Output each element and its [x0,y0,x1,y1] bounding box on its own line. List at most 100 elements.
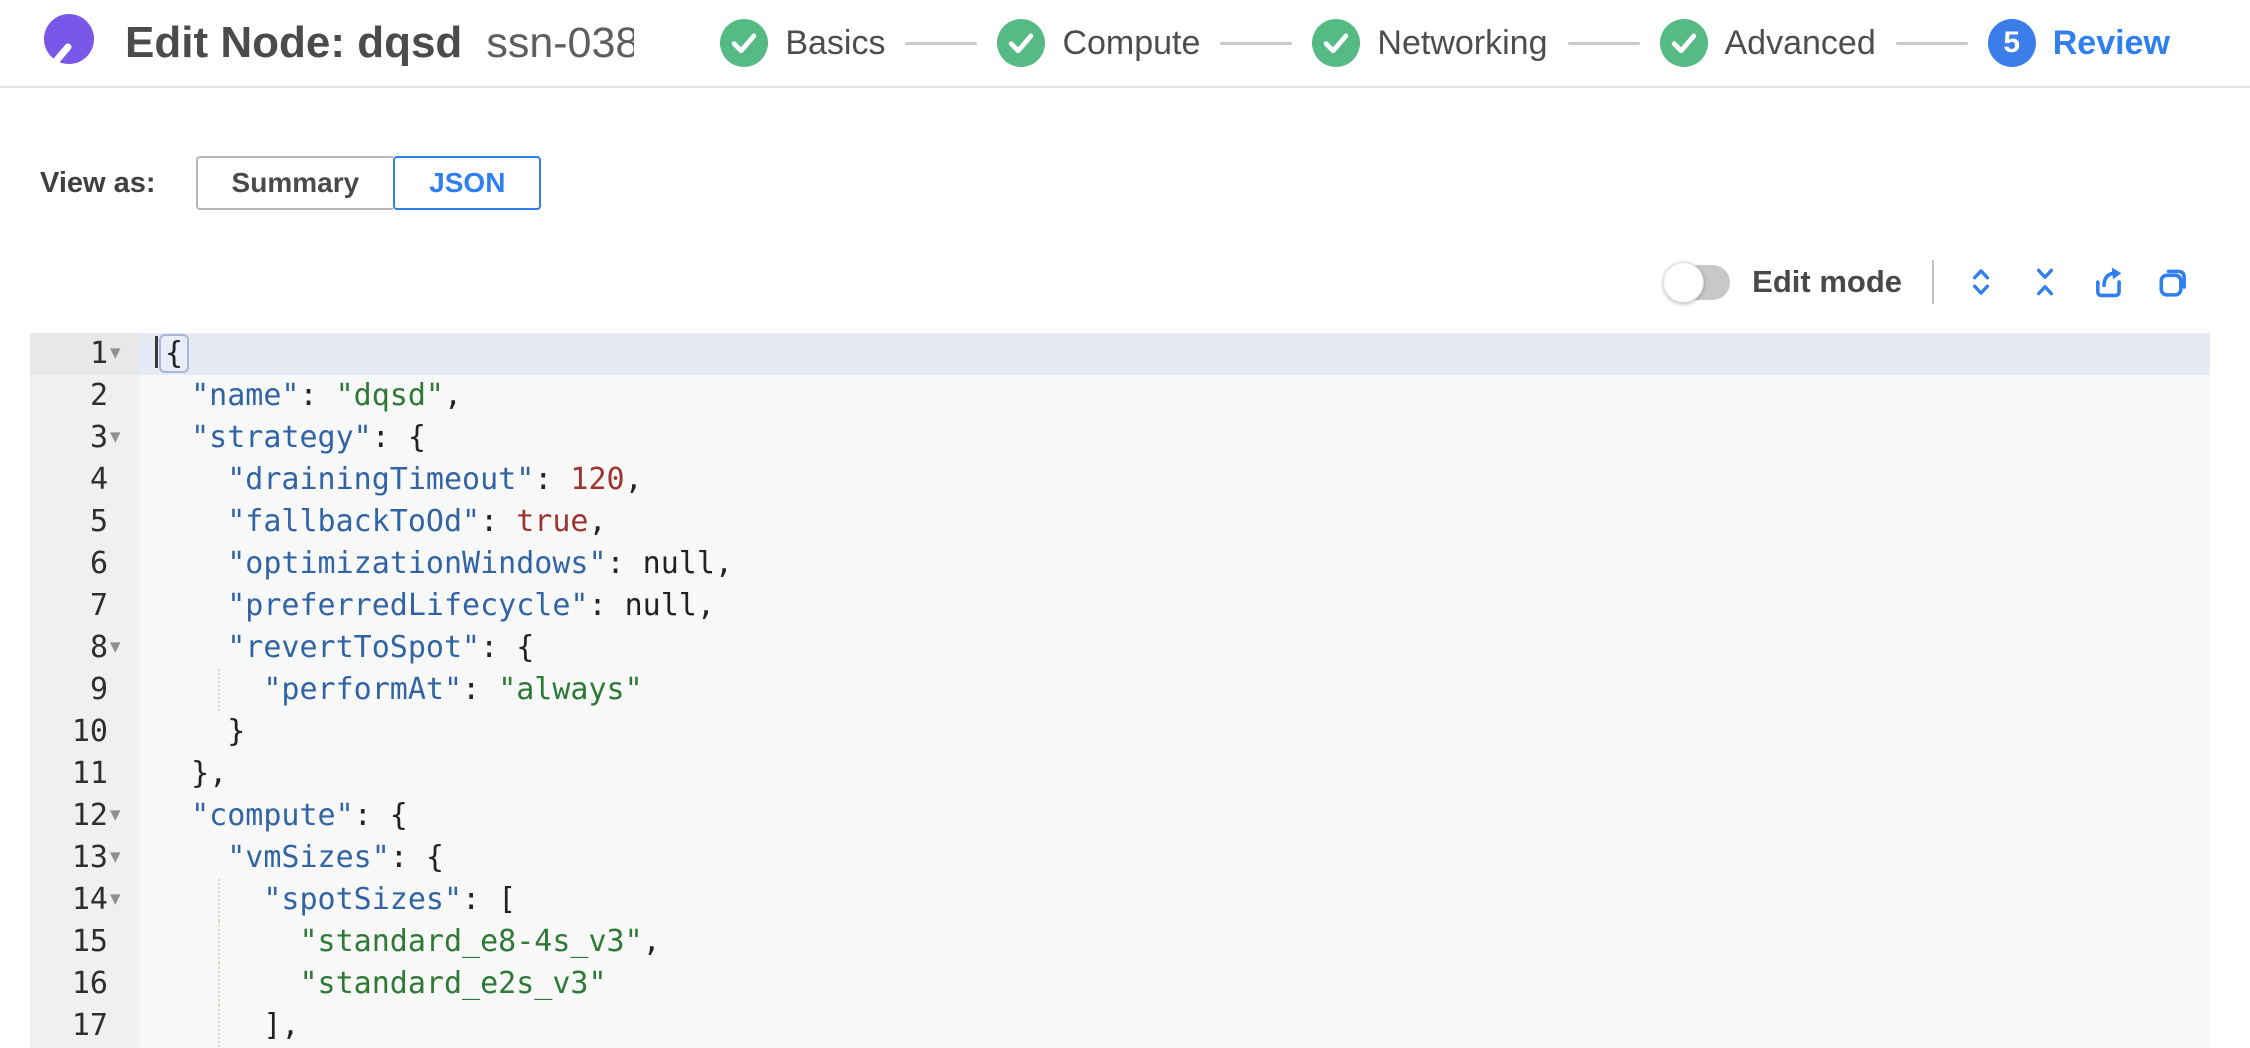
fold-arrow-icon[interactable]: ▾ [110,340,121,364]
page-title: Edit Node: dqsd [125,18,463,67]
fold-arrow-icon[interactable]: ▾ [110,802,121,826]
code-content[interactable]: ], [140,1005,2210,1047]
code-content[interactable]: "fallbackToOd": true, [227,504,607,539]
step-networking[interactable]: Networking [1312,19,1548,67]
line-number: 14▾ [30,879,140,921]
code-content[interactable]: "optimizationWindows": null, [227,546,733,581]
json-editor-lines: 1▾{2 "name": "dqsd",3▾ "strategy": {4 "d… [30,333,2210,1047]
fold-arrow-icon[interactable]: ▾ [110,886,121,910]
spot-logo-icon [33,14,94,72]
editor-line-1[interactable]: 1▾{ [30,333,2210,375]
code-content[interactable]: "compute": { [191,798,408,833]
code-content[interactable]: "strategy": { [191,420,426,455]
fold-arrow-icon[interactable]: ▾ [110,844,121,868]
indent-guide [218,879,220,921]
export-button[interactable] [2090,263,2128,301]
editor-line-15[interactable]: 15 "standard_e8-4s_v3", [30,921,2210,963]
line-number: 9 [89,672,108,707]
edit-mode-toggle[interactable] [1663,261,1731,303]
code-content[interactable]: "vmSizes": { [227,840,444,875]
line-number: 17 [71,1008,108,1043]
editor-line-8[interactable]: 8▾ "revertToSpot": { [30,627,2210,669]
collapse-all-button[interactable] [2026,263,2064,301]
json-editor[interactable]: 1▾{2 "name": "dqsd",3▾ "strategy": {4 "d… [30,333,2210,1048]
view-as-label: View as: [40,166,156,199]
step-number-badge: 5 [1987,19,2036,67]
step-connector [1220,41,1293,45]
step-connector [1895,41,1968,45]
fold-arrow-icon[interactable]: ▾ [110,634,121,658]
line-number: 8▾ [30,627,140,669]
code-content[interactable]: "name": "dqsd", [191,378,463,413]
line-number: 2 [89,378,108,413]
editor-line-16[interactable]: 16 "standard_e2s_v3" [30,963,2210,1005]
line-number: 1▾ [30,333,140,375]
editor-line-10[interactable]: 10 } [30,711,2210,753]
editor-line-7[interactable]: 7 "preferredLifecycle": null, [30,585,2210,627]
editor-line-6[interactable]: 6 "optimizationWindows": null, [30,543,2210,585]
line-number: 13▾ [30,837,140,879]
code-content[interactable]: "spotSizes": [ [140,879,2210,921]
editor-line-12[interactable]: 12▾ "compute": { [30,795,2210,837]
editor-line-13[interactable]: 13▾ "vmSizes": { [30,837,2210,879]
editor-line-11[interactable]: 11 }, [30,753,2210,795]
summary-view-button[interactable]: Summary [195,156,394,210]
code-content[interactable]: }, [155,756,228,791]
editor-toolbar: Edit mode [1663,260,2192,304]
step-review[interactable]: 5 Review [1987,19,2170,67]
code-content[interactable]: "revertToSpot": { [227,630,535,665]
editor-line-4[interactable]: 4 "drainingTimeout": 120, [30,459,2210,501]
text-cursor [155,336,158,368]
line-number: 15 [71,924,108,959]
editor-line-3[interactable]: 3▾ "strategy": { [30,417,2210,459]
line-number: 6 [89,546,108,581]
step-basics[interactable]: Basics [720,19,885,67]
code-content[interactable]: "drainingTimeout": 120, [227,462,643,497]
indent-guide [218,1005,220,1047]
view-as-segmented-control: Summary JSON [195,156,542,210]
step-number: 5 [2003,26,2021,59]
step-label: Review [2052,23,2170,62]
step-complete-check-icon [1312,19,1361,67]
code-content[interactable]: } [155,714,246,749]
code-content[interactable]: "performAt": "always" [140,669,2210,711]
line-number: 12▾ [30,795,140,837]
editor-line-2[interactable]: 2 "name": "dqsd", [30,375,2210,417]
step-label: Basics [785,23,886,62]
json-view-button[interactable]: JSON [393,156,542,210]
fold-arrow-icon[interactable]: ▾ [110,424,121,448]
step-label: Networking [1377,23,1548,62]
line-number: 5 [89,504,108,539]
step-compute[interactable]: Compute [997,19,1200,67]
step-label: Advanced [1724,23,1876,62]
indent-guide [218,963,220,1005]
collapse-icon [2036,268,2054,296]
expand-icon [1972,269,1990,295]
editor-line-5[interactable]: 5 "fallbackToOd": true, [30,501,2210,543]
line-number: 4 [89,462,108,497]
wizard-stepper: Basics Compute Networking Advanced 5 [720,19,2170,67]
app-header: Edit Node: dqsd ssn-038 Basics Compute N… [0,0,2250,88]
export-icon [2096,267,2122,298]
line-number: 3▾ [30,417,140,459]
node-id: ssn-038 [486,18,635,67]
copy-button[interactable] [2154,263,2192,301]
toolbar-divider [1932,260,1934,304]
code-content[interactable]: "preferredLifecycle": null, [227,588,715,623]
code-content[interactable]: { [140,333,2210,375]
step-complete-check-icon [1659,19,1708,67]
edit-mode-label: Edit mode [1752,264,1902,299]
editor-line-14[interactable]: 14▾ "spotSizes": [ [30,879,2210,921]
line-number: 11 [71,756,108,791]
expand-all-button[interactable] [1962,263,2000,301]
code-content[interactable]: "standard_e2s_v3" [140,963,2210,1005]
editor-line-17[interactable]: 17 ], [30,1005,2210,1047]
view-as-row: View as: Summary JSON [40,156,2250,210]
step-advanced[interactable]: Advanced [1659,19,1876,67]
editor-line-9[interactable]: 9 "performAt": "always" [30,669,2210,711]
step-label: Compute [1062,23,1201,62]
indent-guide [218,669,220,711]
step-complete-check-icon [720,19,769,67]
indent-guide [218,921,220,963]
code-content[interactable]: "standard_e8-4s_v3", [140,921,2210,963]
